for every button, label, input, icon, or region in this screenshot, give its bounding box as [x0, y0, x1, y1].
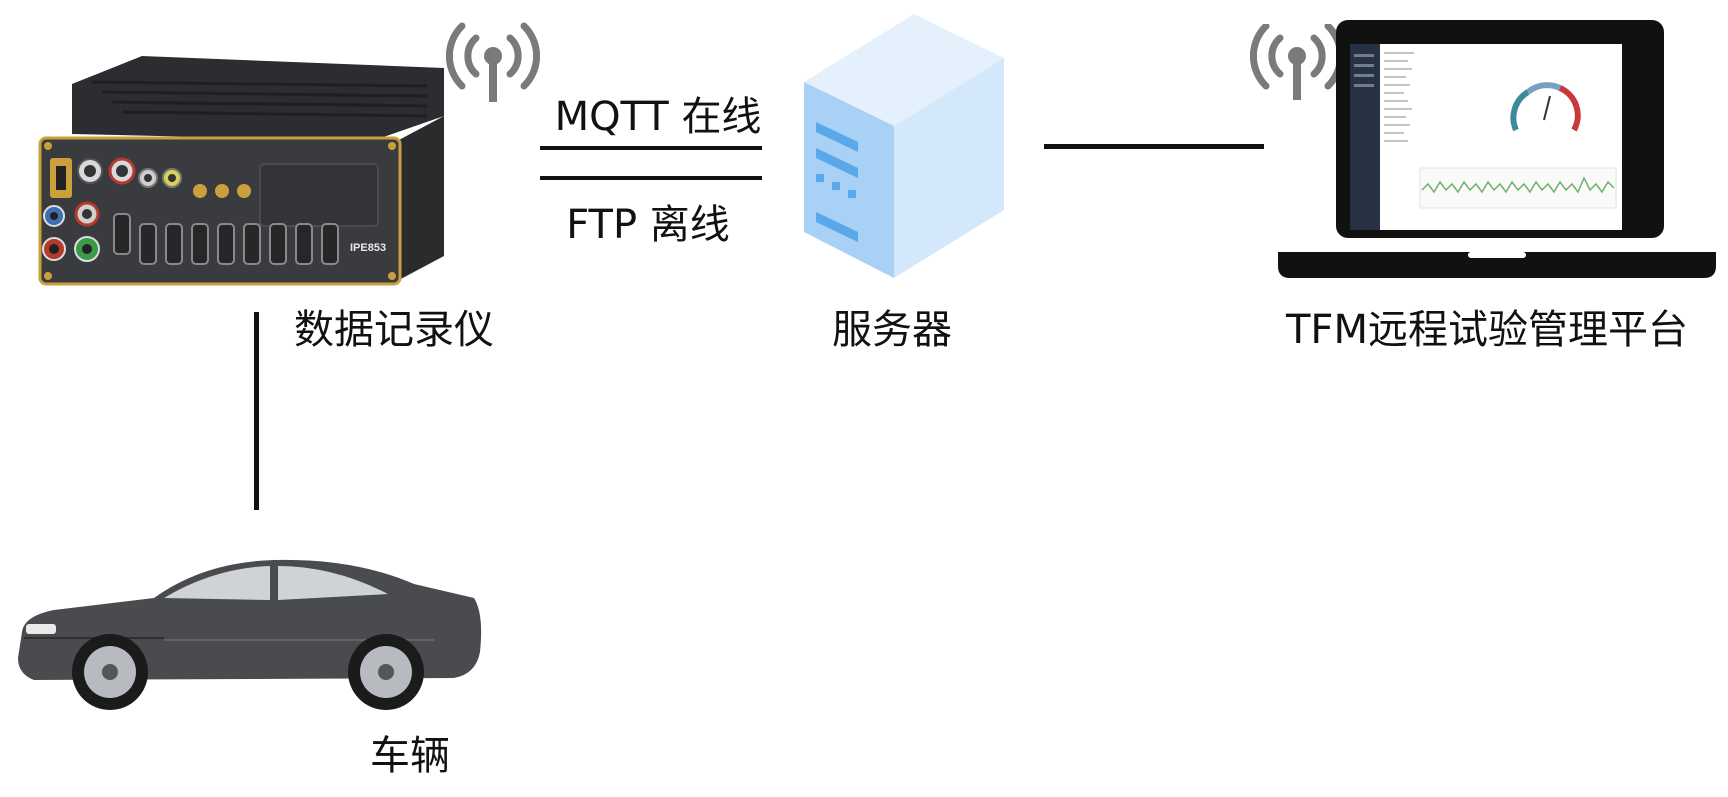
link-line-offline	[540, 176, 762, 180]
link-line-server-platform	[1044, 144, 1264, 149]
device-model-label: IPE853	[350, 242, 387, 254]
link-line-logger-vehicle	[254, 312, 259, 510]
node-label-data-logger: 数据记录仪	[294, 307, 494, 353]
wireless-signal-icon	[446, 22, 540, 104]
link-line-online	[540, 146, 762, 150]
node-label-server: 服务器	[832, 307, 952, 353]
wireless-signal-icon	[1250, 24, 1344, 102]
node-label-platform: TFM远程试验管理平台	[1286, 307, 1688, 353]
link-label-mqtt-online: MQTT 在线	[554, 94, 762, 140]
data-logger-image	[38, 56, 444, 286]
link-label-ftp-offline: FTP 离线	[566, 202, 730, 248]
vehicle-car-image	[14, 554, 484, 716]
laptop-platform-image	[1278, 20, 1716, 278]
node-label-vehicle: 车辆	[370, 733, 450, 779]
data-logger-device: IPE853	[32, 46, 444, 286]
server-icon	[804, 14, 1004, 284]
